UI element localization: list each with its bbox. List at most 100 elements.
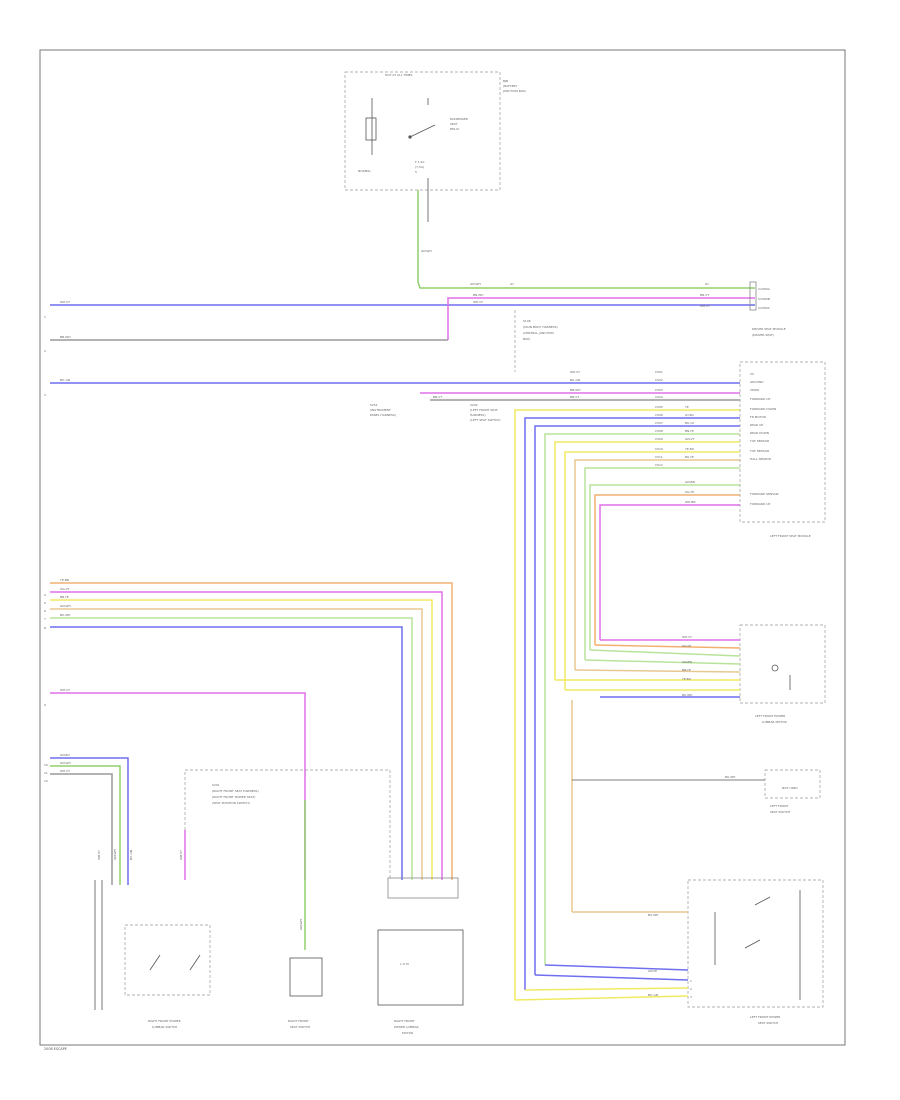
wire-bl-1 xyxy=(50,757,129,885)
svg-text:10: 10 xyxy=(44,763,48,767)
vert-label-5: GN-WH xyxy=(299,919,303,930)
wire-bl-2 xyxy=(50,765,121,885)
wire-top-green xyxy=(417,281,755,289)
splice-top-4: BOX) xyxy=(523,337,530,341)
wire-top-violet xyxy=(447,297,755,340)
svg-text:GN-YE: GN-YE xyxy=(648,969,657,973)
svg-text:BN-YE: BN-YE xyxy=(685,429,694,433)
svg-text:4: 4 xyxy=(44,593,46,597)
vert-label-1: WH-VT xyxy=(97,850,101,860)
seat-module-title: LEFT FRONT SEAT MODULE xyxy=(770,534,811,538)
svg-text:C504: C504 xyxy=(655,395,663,399)
svg-text:FR MOTOR: FR MOTOR xyxy=(750,415,766,419)
svg-text:BN-VT: BN-VT xyxy=(433,395,442,399)
fuse-symbol xyxy=(365,117,377,141)
svg-text:C502: C502 xyxy=(655,378,663,382)
left-wire-1: WH-VT xyxy=(60,300,70,304)
svg-text:WH-VT: WH-VT xyxy=(60,688,70,692)
left-front-power-seat-switch xyxy=(687,879,824,1008)
wire-v-blue-1 xyxy=(524,417,740,990)
svg-text:3: 3 xyxy=(44,393,46,397)
svg-text:GN-BN: GN-BN xyxy=(682,660,692,664)
svg-text:BU-GY: BU-GY xyxy=(685,421,695,425)
wire-bl-3 xyxy=(50,773,113,885)
motor-lf-sub: LUMBAR MOTOR xyxy=(762,720,787,724)
splice-left-seat-1: S202 xyxy=(470,403,478,407)
svg-text:OG-YE: OG-YE xyxy=(685,490,694,494)
svg-text:YE: YE xyxy=(685,405,689,409)
svg-text:VS: VS xyxy=(750,372,754,376)
comp3-title: RIGHT FRONT xyxy=(394,1019,415,1023)
svg-text:1: 1 xyxy=(690,979,692,983)
left-front-lumbar-motor xyxy=(739,624,826,704)
svg-text:TILT SENSOR: TILT SENSOR xyxy=(749,449,769,453)
left-wire-3: BU-GN xyxy=(60,378,70,382)
fuse-box-title: HOT AT ALL TIMES xyxy=(385,73,413,77)
wire-left-6 xyxy=(50,626,403,880)
svg-text:C505: C505 xyxy=(655,405,663,409)
svg-text:GY-BU: GY-BU xyxy=(685,413,694,417)
svg-text:C503: C503 xyxy=(655,388,663,392)
svg-text:YE-BU: YE-BU xyxy=(682,677,691,681)
svg-text:5: 5 xyxy=(44,601,46,605)
fuse-label-1: F 1.20 xyxy=(415,160,424,164)
left-front-seat-switch xyxy=(764,769,821,799)
splice-mid-3: PANEL HARNESS) xyxy=(370,413,396,417)
svg-text:TILT SENSOR: TILT SENSOR xyxy=(749,439,769,443)
wire-left-5 xyxy=(50,617,413,880)
diagram-frame xyxy=(39,49,846,1046)
svg-text:GROUND: GROUND xyxy=(750,380,764,384)
splice-left-seat-3: HARNESS) xyxy=(470,413,486,417)
svg-text:HALL SENSOR: HALL SENSOR xyxy=(750,457,771,461)
svg-text:FORWARD UP: FORWARD UP xyxy=(750,502,770,506)
right-front-power-lumbar-motor xyxy=(377,929,464,1006)
relay-label-2: SEAT xyxy=(450,122,458,126)
svg-text:WH-VT: WH-VT xyxy=(570,370,580,374)
svg-text:6: 6 xyxy=(44,609,46,613)
svg-text:C2280C: C2280C xyxy=(758,306,770,310)
svg-text:BN-YE: BN-YE xyxy=(682,668,691,672)
splice-left-seat-2: (LEFT FRONT SEAT xyxy=(470,408,498,412)
vert-label-2: GN-WH xyxy=(113,849,117,860)
svg-text:WH-VT: WH-VT xyxy=(682,635,692,639)
svg-text:BU-GN: BU-GN xyxy=(648,993,658,997)
splice-bottom-1: S201 xyxy=(212,783,220,787)
bus-label-2: GY xyxy=(510,282,514,286)
svg-text:BU-WH: BU-WH xyxy=(60,613,70,617)
svg-text:YE-BU: YE-BU xyxy=(685,447,694,451)
wire-left-1 xyxy=(50,582,453,880)
wire-left-4 xyxy=(50,608,423,880)
svg-text:3: 3 xyxy=(690,995,692,999)
svg-text:GN-BU: GN-BU xyxy=(60,753,70,757)
switch-lf-sub: SEAT SWITCH xyxy=(758,1021,778,1025)
seat-module-pins: VS GROUND VPWR FORWARD UP FORWARD DOWN F… xyxy=(749,372,779,506)
wire-v-green-1 xyxy=(544,433,740,965)
comp2-sub: SEAT SWITCH xyxy=(290,1025,310,1029)
fuse-box-desc-1: BJB xyxy=(503,79,508,83)
comp3-sub: POWER LUMBAR xyxy=(394,1025,419,1029)
splice-bottom-4: (SEAT POSITION SWITCH) xyxy=(212,801,250,805)
vert-label-3: BU-GN xyxy=(129,850,133,860)
splice-mid-2: (INSTRUMENT xyxy=(370,408,391,412)
lumbar-sub: SEAT SWITCH xyxy=(770,810,790,814)
splice-bottom-3: (RIGHT FRONT POWER SEAT) xyxy=(212,795,255,799)
wire-v-blue-2 xyxy=(534,425,740,975)
fuse-box-desc-2: (BATTERY xyxy=(503,84,517,88)
splice-top-2: (MAIN BODY HARNESS) xyxy=(523,325,558,329)
svg-text:C2280A: C2280A xyxy=(758,287,771,291)
svg-text:OG-YE: OG-YE xyxy=(682,644,691,648)
svg-text:C509: C509 xyxy=(655,437,663,441)
wire-v-yellow-2 xyxy=(554,441,740,680)
svg-text:REAR UP: REAR UP xyxy=(750,423,763,427)
left-wire-2: BN-WH xyxy=(60,335,71,339)
svg-text:GY: GY xyxy=(705,282,709,286)
wire-gnwh-label: GN-WH xyxy=(421,249,432,253)
svg-text:BU-WH: BU-WH xyxy=(648,913,658,917)
svg-text:C511: C511 xyxy=(655,455,663,459)
vert-label-4: WH-VT xyxy=(179,850,183,860)
wire-left-3 xyxy=(50,599,433,880)
splice-mid-1: S251 xyxy=(370,403,378,407)
svg-text:GN-VT: GN-VT xyxy=(685,437,695,441)
wire-v-green-3 xyxy=(589,484,740,650)
